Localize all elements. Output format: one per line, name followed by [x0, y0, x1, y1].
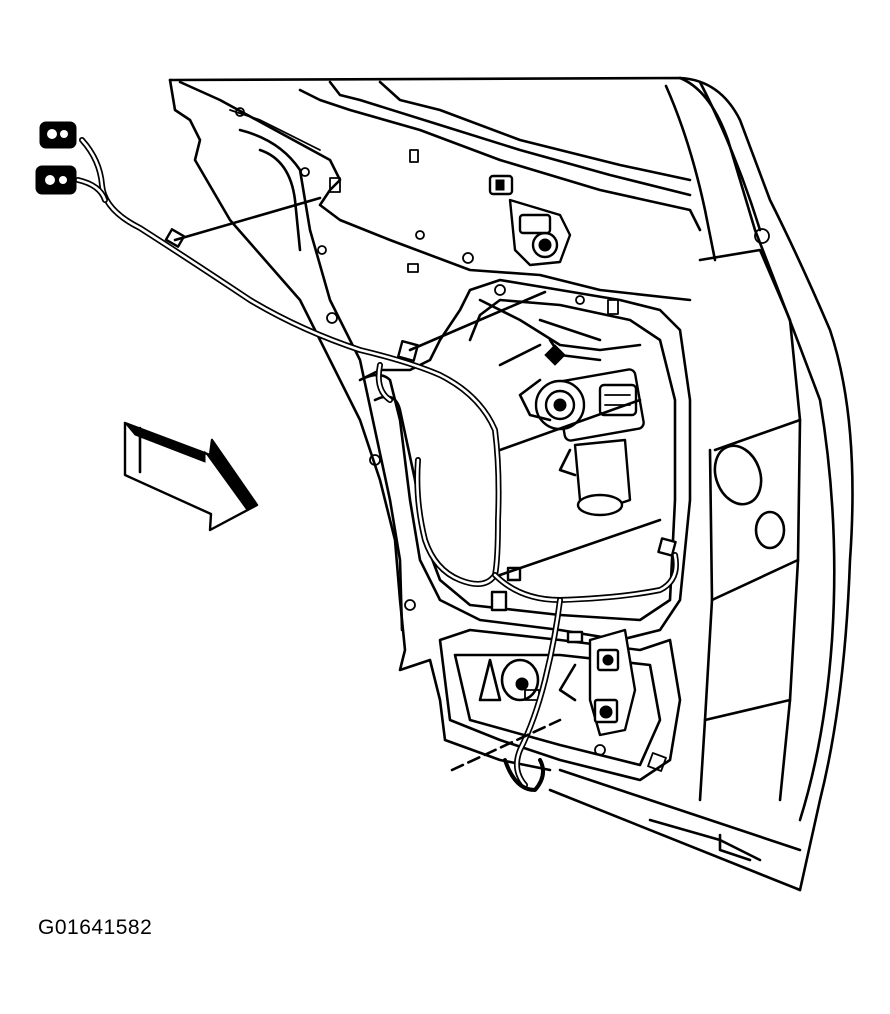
direction-arrow — [123, 421, 259, 532]
upper-latch-bracket — [488, 174, 572, 267]
figure-code: G01641582 — [38, 916, 153, 939]
door-lock-actuator — [558, 628, 637, 737]
harness-connectors — [35, 121, 77, 195]
door-outer-frame — [168, 76, 854, 892]
wiring-harness — [75, 137, 679, 792]
leader-lines — [173, 196, 662, 772]
